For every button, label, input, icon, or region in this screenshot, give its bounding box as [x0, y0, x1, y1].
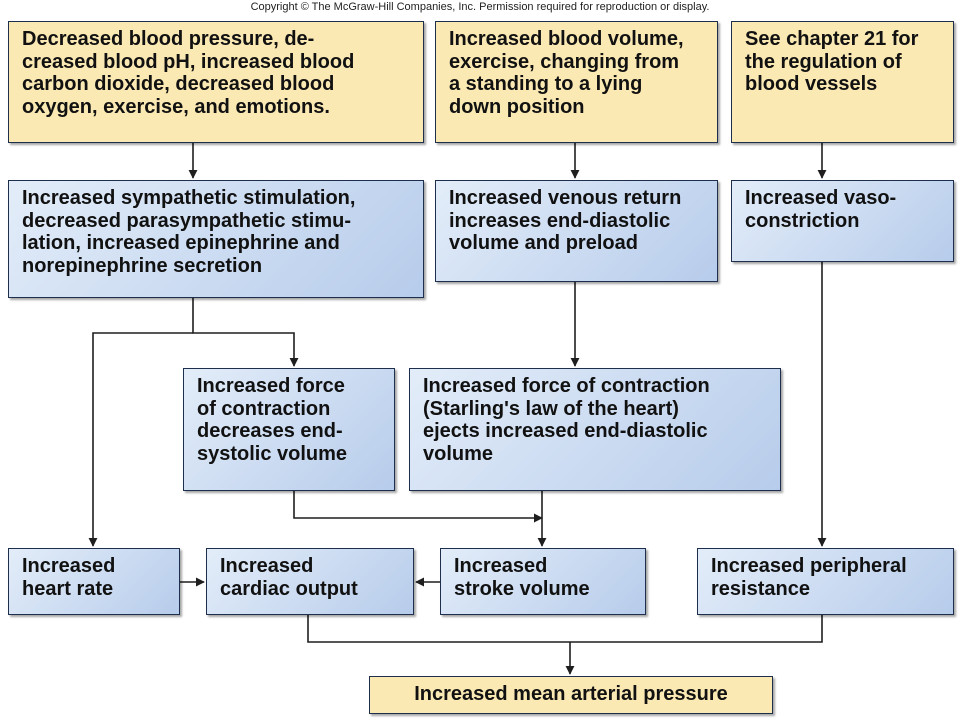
stroke-volume-box: Increased stroke volume: [440, 548, 646, 615]
sympathetic-stimulation-box: Increased sympathetic stimulation, decre…: [8, 180, 424, 298]
mean-arterial-pressure-box: Increased mean arterial pressure: [369, 676, 773, 714]
cardiac-output-box: Increased cardiac output: [206, 548, 414, 615]
venous-return-box: Increased venous return increases end-di…: [435, 180, 718, 282]
connector-output-to-map: [307, 615, 823, 643]
arrow-force-to-stroke: [293, 491, 543, 523]
arrow-sympathetic-to-heart-rate: [88, 332, 193, 547]
peripheral-resistance-box: Increased peripheral resistance: [697, 548, 954, 615]
copyright-notice: Copyright © The McGraw-Hill Companies, I…: [250, 1, 710, 13]
stimuli-pressure-box: Decreased blood pressure, de- creased bl…: [8, 21, 424, 143]
arrow-sympathetic-to-force: [192, 298, 299, 367]
vasoconstriction-box: Increased vaso- constriction: [731, 180, 954, 262]
stimuli-volume-box: Increased blood volume, exercise, changi…: [435, 21, 718, 143]
see-chapter-box: See chapter 21 for the regulation of blo…: [731, 21, 954, 143]
force-contraction-box: Increased force of contraction decreases…: [183, 368, 395, 491]
heart-rate-box: Increased heart rate: [8, 548, 180, 615]
starling-law-box: Increased force of contraction (Starling…: [409, 368, 781, 491]
